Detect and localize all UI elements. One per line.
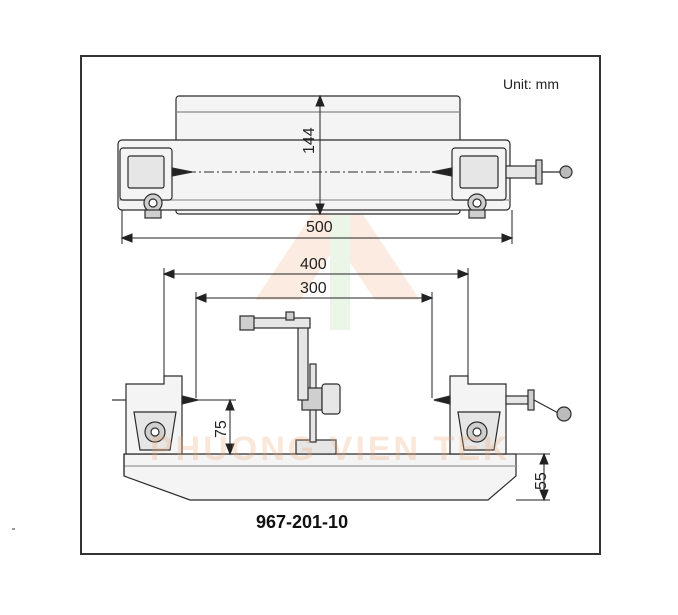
dim-label-400: 400 bbox=[300, 256, 327, 273]
dial-indicator-icon bbox=[239, 311, 341, 455]
front-dimensions bbox=[162, 268, 550, 502]
dim-label-300: 300 bbox=[300, 280, 327, 297]
front-right-head bbox=[433, 375, 572, 455]
unit-label: Unit: mm bbox=[503, 76, 559, 92]
knob-icon bbox=[559, 165, 573, 179]
model-number: 967-201-10 bbox=[256, 512, 349, 532]
top-dimensions bbox=[120, 94, 514, 244]
left-center-head bbox=[119, 147, 193, 219]
dim-label-500: 500 bbox=[306, 219, 333, 236]
knob-icon bbox=[556, 406, 572, 422]
front-left-head bbox=[112, 375, 199, 455]
watermark-text: PHUONG VIEN TEK bbox=[150, 430, 511, 468]
right-center-head bbox=[431, 147, 573, 219]
dim-label-144: 144 bbox=[301, 127, 318, 154]
top-view bbox=[117, 95, 573, 219]
front-view bbox=[112, 311, 572, 501]
lever-icon bbox=[533, 399, 561, 415]
stray-mark bbox=[12, 528, 15, 530]
dim-label-55: 55 bbox=[533, 472, 550, 490]
dim-label-75: 75 bbox=[213, 420, 230, 438]
